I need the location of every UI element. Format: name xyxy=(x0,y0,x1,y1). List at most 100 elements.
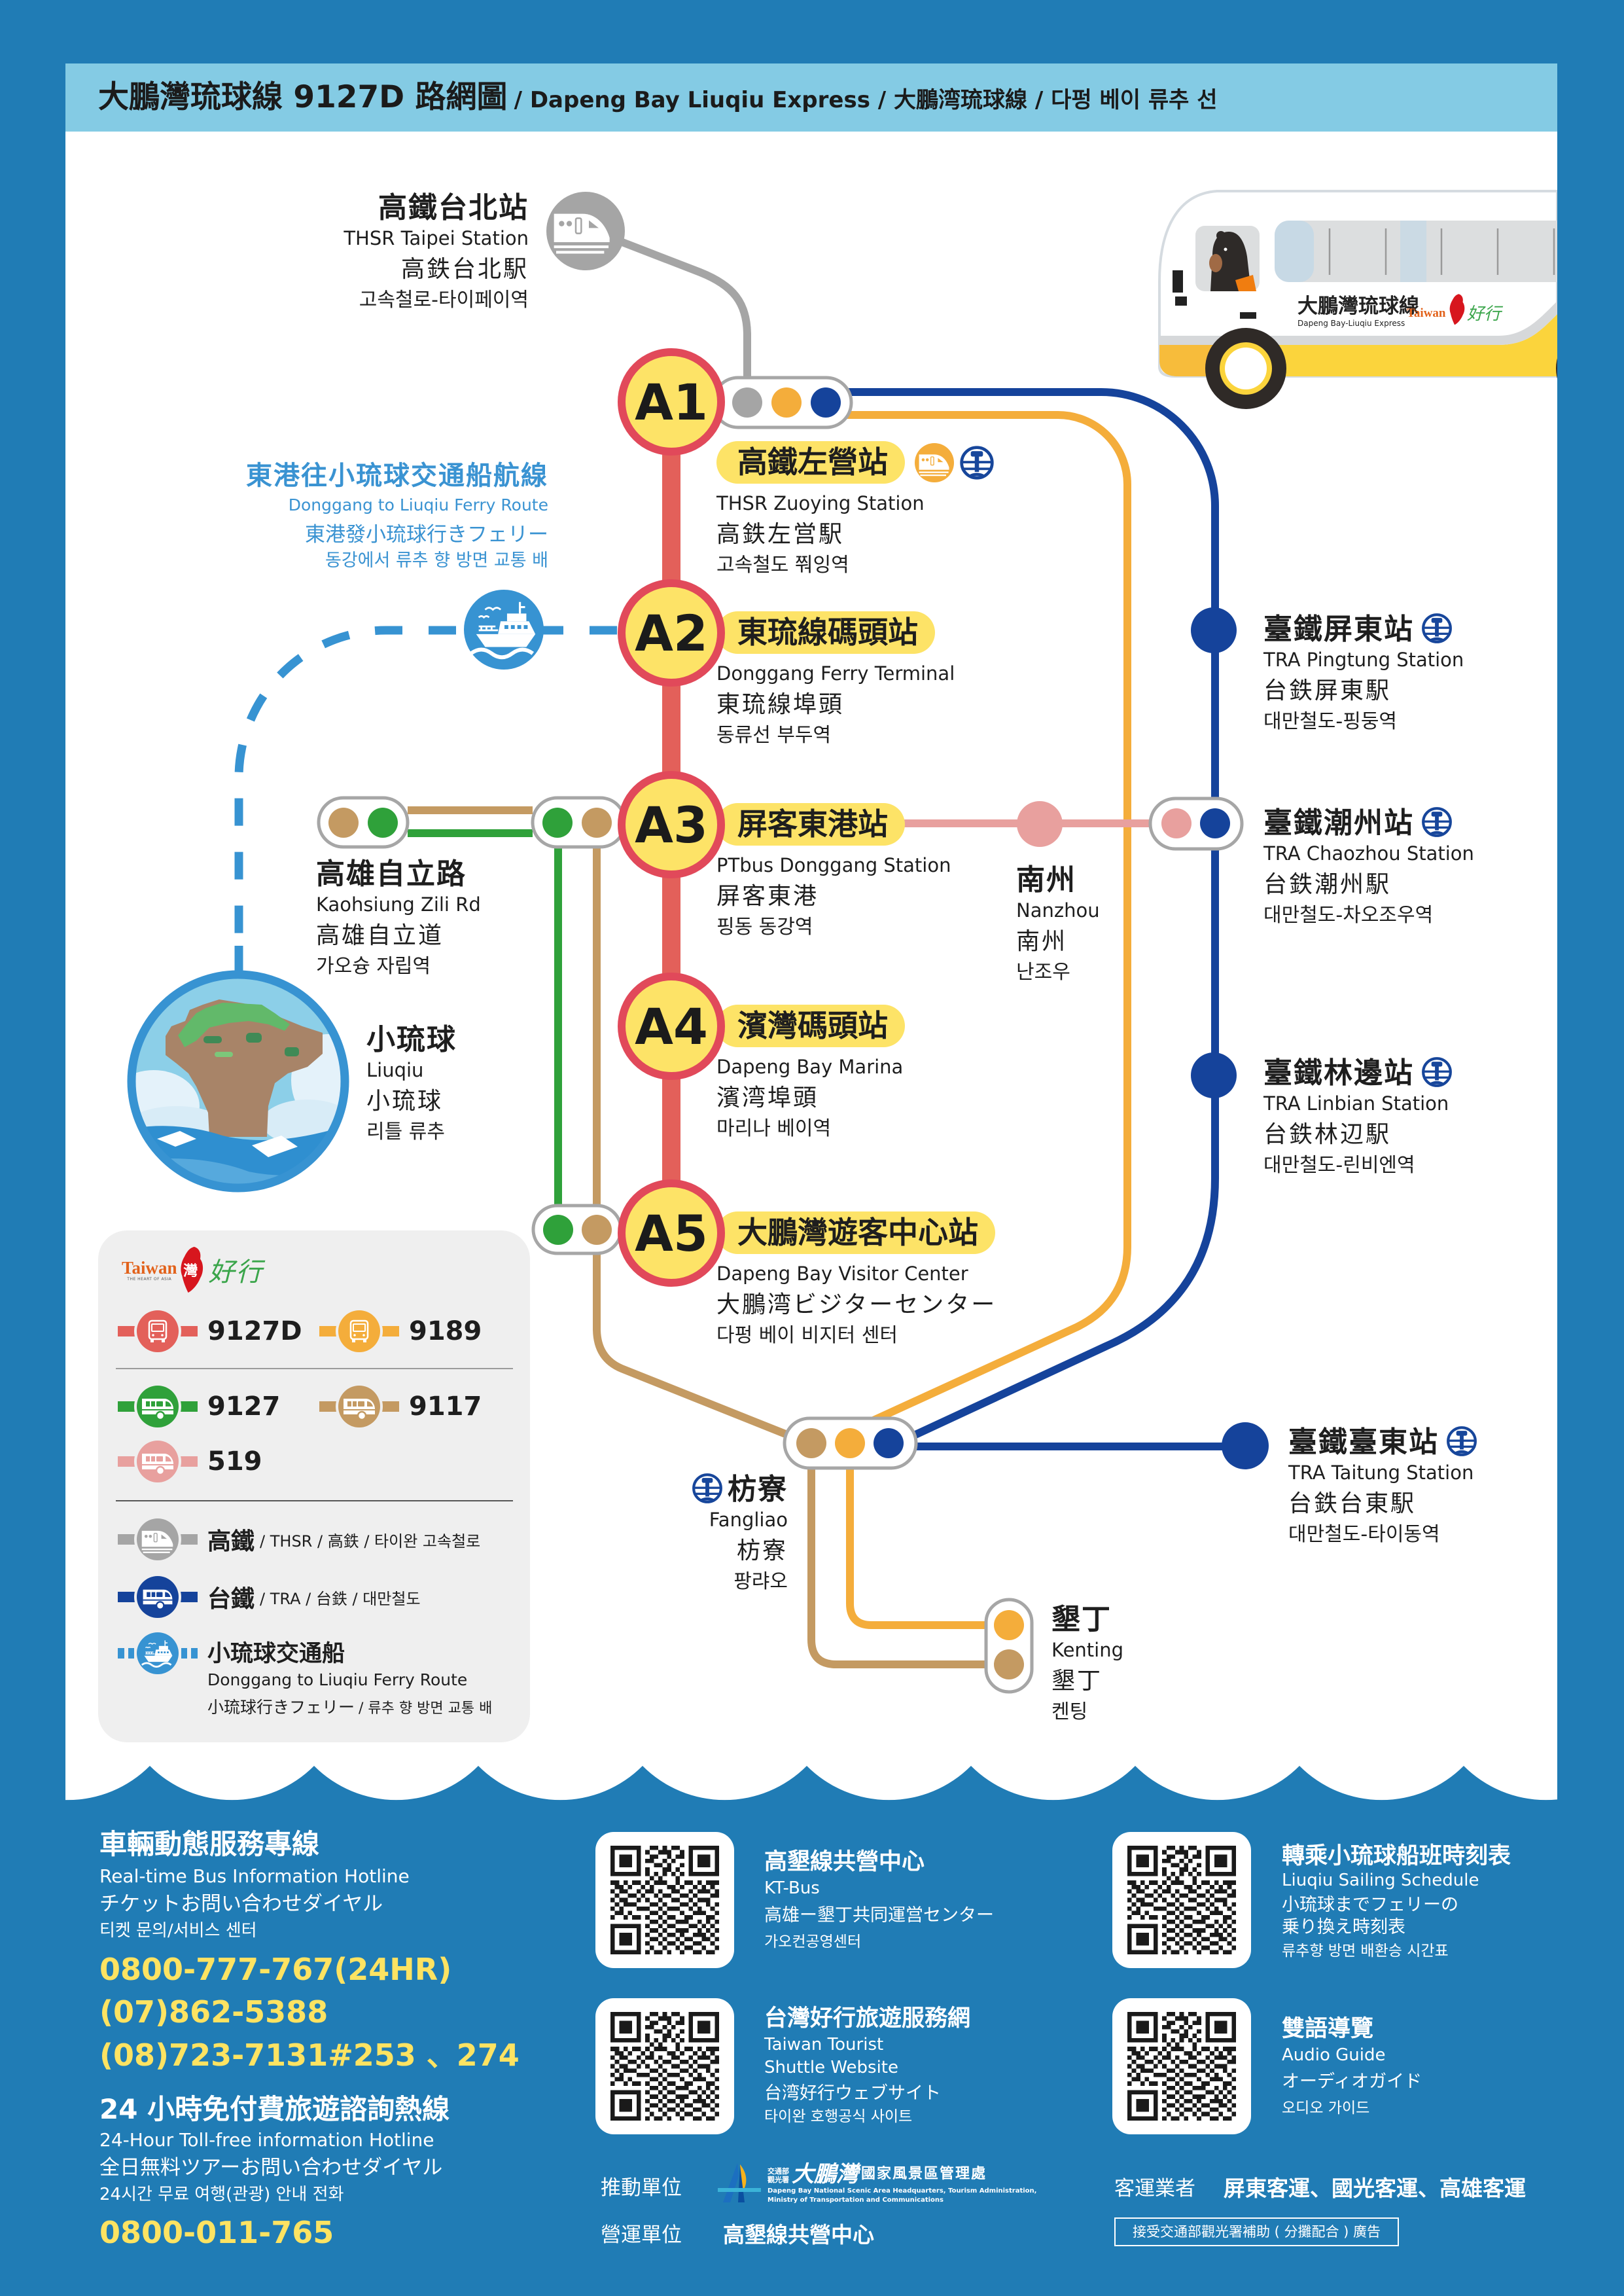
ferry-legend-en: Donggang to Liuqiu Ferry Route xyxy=(207,1670,468,1689)
station-name-ja: 南州 xyxy=(1016,928,1068,955)
svg-text:Taiwan: Taiwan xyxy=(1407,306,1446,320)
tra-logo-icon xyxy=(1421,1056,1453,1088)
qr-en-2: Shuttle Website xyxy=(764,2058,898,2077)
route-number: 9127 xyxy=(207,1391,281,1422)
station-name-ja: 台鉄屏東駅 xyxy=(1263,677,1392,704)
bus-side-icon xyxy=(118,1439,198,1484)
bus-side-icon xyxy=(319,1384,399,1429)
station-name-zh: 臺鐵潮州站 xyxy=(1263,806,1414,840)
stop-name-ko: 동류선 부두역 xyxy=(716,724,832,747)
tourism-hotline-en: 24-Hour Toll-free information Hotline xyxy=(99,2129,434,2151)
taiwan-shuttle-logo: Taiwan 好行 xyxy=(1407,294,1504,325)
tra-train-icon xyxy=(118,1574,198,1620)
ferry-legend-ja: 小琉球行きフェリー xyxy=(207,1698,355,1717)
qr-title: 高墾線共營中心 xyxy=(764,1849,925,1875)
qr-title: 台灣好行旅遊服務網 xyxy=(764,2005,971,2032)
tourism-hotline-ja: 全日無料ツアーお問い合わせダイヤル xyxy=(99,2156,443,2179)
tra-linbian-station: 臺鐵林邊站 TRA Linbian Station 台鉄林辺駅 대만철도-린비엔… xyxy=(1263,1058,1453,1181)
tra-logo-icon xyxy=(1421,612,1453,645)
stop-name-en: Dapeng Bay Marina xyxy=(716,1056,904,1078)
qr-title: 雙語導覽 xyxy=(1282,2016,1374,2042)
qr-code-kt-bus[interactable] xyxy=(595,1832,734,1968)
qr-code-icon xyxy=(1127,1846,1236,1954)
stop-name-ko: 핑동 동강역 xyxy=(716,916,813,939)
qr-ja: 高雄ー墾丁共同運営センター xyxy=(764,1905,994,1926)
stop-name-en: Donggang Ferry Terminal xyxy=(716,662,955,685)
stop-code: A1 xyxy=(635,372,708,431)
station-name-ja: 台鉄台東駅 xyxy=(1288,1490,1417,1517)
logo-org-en1: Dapeng Bay National Scenic Area Headquar… xyxy=(768,2187,1037,2195)
bus-hotline-ko: 티켓 문의/서비스 센터 xyxy=(99,1921,257,1941)
qr-ko: 류추향 방면 배환승 시간표 xyxy=(1282,1943,1449,1960)
station-name-ko: 켄팅 xyxy=(1051,1700,1088,1723)
station-name-ja: 高鉄台北駅 xyxy=(400,256,529,283)
logo-text-en: Taiwan xyxy=(122,1257,177,1278)
station-name-zh: 臺鐵林邊站 xyxy=(1263,1056,1414,1090)
kaohsiung-zili-station: 高雄自立路 Kaohsiung Zili Rd 高雄自立道 가오슝 자립역 xyxy=(316,859,481,982)
logo-text-zh: 好行 xyxy=(208,1257,264,1287)
station-name-ja: 高雄自立道 xyxy=(316,922,444,949)
qr-en: Audio Guide xyxy=(1282,2045,1386,2065)
ferry-route-en: Donggang to Liuqiu Ferry Route xyxy=(288,495,548,514)
stop-name-zh: 東琉線碼頭站 xyxy=(716,611,935,654)
station-dot-tra-linbian xyxy=(1191,1052,1237,1098)
qr-en: Taiwan Tourist xyxy=(764,2035,884,2054)
ad-subsidy-notice: 接受交通部觀光署補助 ( 分攤配合 ) 廣告 xyxy=(1114,2217,1399,2246)
stop-name-ja: 大鵬湾ビジターセンター xyxy=(716,1291,997,1318)
station-name-zh: 小琉球 xyxy=(366,1023,457,1056)
nanzhou-station: 南州 Nanzhou 南州 난조우 xyxy=(1016,865,1100,988)
qr-code-liuqiu-sailing-schedule[interactable] xyxy=(1112,1832,1251,1968)
ferry-legend-title: 小琉球交通船 xyxy=(207,1641,345,1667)
station-name-ja: 枋寮 xyxy=(736,1537,788,1564)
tourism-hotline-ko: 24시간 무료 여행(관광) 안내 전화 xyxy=(99,2185,344,2204)
qr-code-audio-guide[interactable] xyxy=(1112,1998,1251,2134)
stop-name-zh: 屏客東港站 xyxy=(716,803,905,846)
qr-en: Liuqiu Sailing Schedule xyxy=(1282,1871,1479,1890)
logo-tagline: THE HEART OF ASIA xyxy=(127,1276,172,1282)
legend-item-ferry xyxy=(115,1630,200,1676)
page-title: 大鵬灣琉球線 9127D 路網圖/ Dapeng Bay Liuqiu Expr… xyxy=(98,63,1218,132)
station-name-zh: 臺鐵屏東站 xyxy=(1263,613,1414,646)
station-name-en: TRA Pingtung Station xyxy=(1263,649,1464,671)
operator-label: 營運單位 xyxy=(601,2223,682,2247)
stop-name-ko: 다펑 베이 비지터 센터 xyxy=(716,1324,898,1347)
station-name-en: TRA Linbian Station xyxy=(1263,1092,1449,1115)
bus-hotline-title: 車輛動態服務專線 xyxy=(99,1828,320,1860)
route-line-9189-kenting xyxy=(846,1466,995,1629)
taiwan-island-logo-icon: 灣 xyxy=(180,1247,203,1293)
qr-code-icon xyxy=(610,1846,719,1954)
stop-a5-info: 大鵬灣遊客中心站 Dapeng Bay Visitor Center 大鵬湾ビジ… xyxy=(716,1211,997,1351)
bus-hotline-ja: チケットお問い合わせダイヤル xyxy=(99,1892,383,1916)
station-name-en: Kenting xyxy=(1051,1639,1124,1661)
svg-text:好行: 好行 xyxy=(1467,304,1504,324)
stop-code: A2 xyxy=(635,603,708,662)
carriers-label: 客運業者 xyxy=(1114,2177,1195,2200)
station-name-zh: 高鐵台北站 xyxy=(378,191,529,224)
title-sub: / Dapeng Bay Liuqiu Express / 大鵬湾琉球線 / 다… xyxy=(514,87,1218,113)
bus-front-icon xyxy=(319,1308,399,1354)
station-name-ko: 대만철도-타이동역 xyxy=(1288,1523,1440,1546)
station-name-ko: 고속철로-타이페이역 xyxy=(359,289,529,312)
tra-logo-icon xyxy=(959,444,995,481)
station-name-en: THSR Taipei Station xyxy=(344,227,529,249)
title-main: 大鵬灣琉球線 9127D 路網圖 xyxy=(98,79,508,115)
stop-name-ja: 高鉄左営駅 xyxy=(716,521,845,548)
stop-code: A3 xyxy=(635,795,708,854)
station-name-ko: 대만철도-핑둥역 xyxy=(1263,710,1398,733)
station-name-ja: 小琉球 xyxy=(366,1088,444,1115)
legend-item-9189: 9189 xyxy=(317,1308,482,1354)
legend-item-tra: 台鐵 / TRA / 台鉄 / 대만철도 xyxy=(115,1574,421,1620)
qr-ja: 台湾好行ウェブサイト xyxy=(764,2083,941,2104)
station-name-zh: 枋寮 xyxy=(728,1473,788,1506)
stop-name-en: PTbus Donggang Station xyxy=(716,854,951,876)
qr-ja-2: 乗り換え時刻表 xyxy=(1282,1917,1405,1937)
stop-a4-marker: A4 xyxy=(618,973,725,1080)
station-name-en: Fangliao xyxy=(709,1509,788,1531)
qr-code-taiwan-tourist-shuttle[interactable] xyxy=(595,1998,734,2134)
operator-name: 高墾線共營中心 xyxy=(723,2222,874,2248)
bus-hotline-number: 0800-777-767(24HR) xyxy=(99,1952,452,1987)
qr-title: 轉乘小琉球船班時刻表 xyxy=(1282,1843,1511,1869)
tra-logo-icon xyxy=(691,1472,724,1505)
stop-name-zh: 大鵬灣遊客中心站 xyxy=(716,1211,995,1254)
